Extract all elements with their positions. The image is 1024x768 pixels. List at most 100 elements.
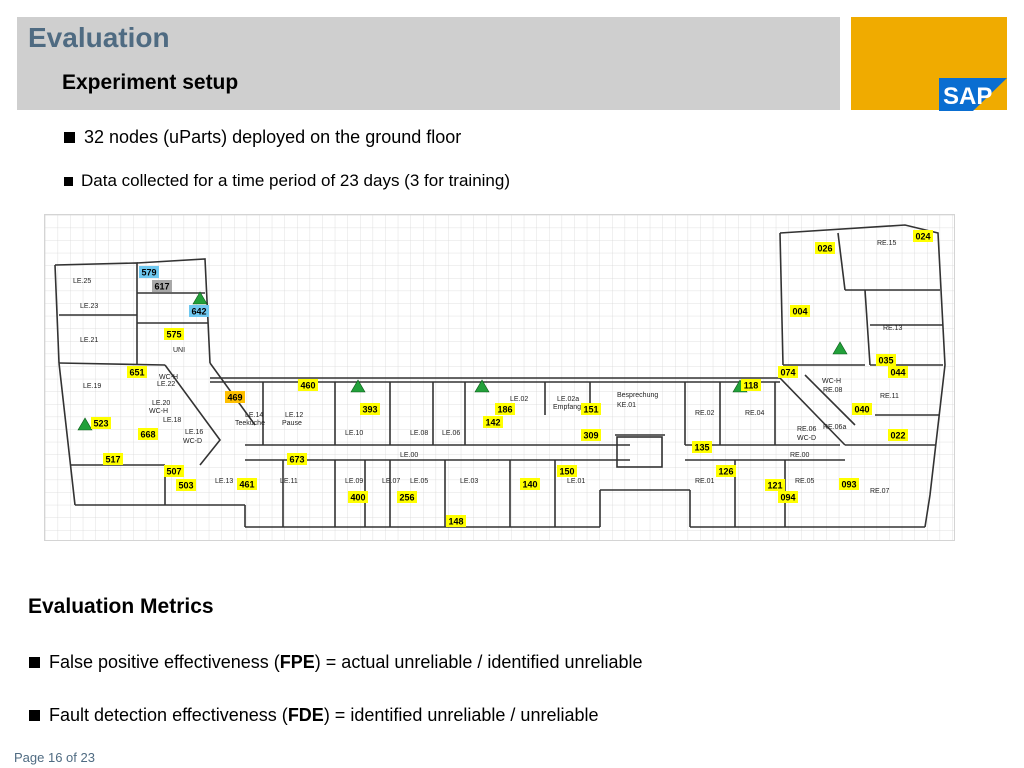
sensor-node-box [520,478,540,490]
room-label-wcd1: WC-D [183,438,202,445]
room-label-le05: LE.05 [410,478,428,485]
room-label-re05: RE.05 [795,478,815,485]
room-label-re11: RE.11 [880,393,899,400]
sensor-node-box [888,366,908,378]
sensor-node-label: 040 [854,405,869,415]
sensor-node-026: 026 [815,242,835,254]
sensor-node-box [237,478,257,490]
sensor-node-040: 040 [852,403,872,415]
sensor-node-box [446,515,466,527]
metric-fpe-abbr: FPE [279,652,315,672]
sensor-node-label: 044 [890,368,905,378]
bullet-square-icon [29,710,40,721]
sensor-node-668: 668 [138,428,158,440]
sensor-node-label: 461 [239,480,254,490]
room-label-le10: LE.10 [345,430,363,437]
metrics-heading: Evaluation Metrics [28,595,214,618]
room-label-pause: Pause [282,420,302,427]
sensor-node-label: 142 [485,418,500,428]
sensor-node-box [765,479,785,491]
room-label-le08: LE.08 [410,430,428,437]
sensor-node-094: 094 [778,491,798,503]
sensor-node-118: 118 [741,379,761,391]
sensor-node-label: 579 [141,268,156,278]
room-label-le20: LE.20 [152,400,170,407]
room-label-re04: RE.04 [745,410,765,417]
sensor-node-box [741,379,761,391]
sensor-node-box [852,403,872,415]
sensor-node-box [103,453,123,465]
sensor-node-label: 094 [780,493,795,503]
sensor-node-label: 074 [780,368,795,378]
bullet-data-text: Data collected for a time period of 23 d… [81,171,510,190]
sensor-node-label: 517 [105,455,120,465]
sensor-node-651: 651 [127,366,147,378]
room-label-re13: RE.13 [883,325,903,332]
sensor-node-box [152,280,172,292]
sensor-node-box [716,465,736,477]
sensor-node-box [790,305,810,317]
page-number: Page 16 of 23 [14,750,95,765]
bullet-square-icon [29,657,40,668]
sensor-node-label: 575 [166,330,181,340]
sensor-node-142: 142 [483,416,503,428]
slide-title: Evaluation [28,22,170,53]
room-label-le18: LE.18 [163,417,181,424]
sensor-node-box [127,366,147,378]
sensor-node-label: 024 [915,232,930,242]
sensor-node-151: 151 [581,403,601,415]
sensor-node-393: 393 [360,403,380,415]
sensor-node-140: 140 [520,478,540,490]
sensor-node-box [397,491,417,503]
sensor-node-box [581,403,601,415]
metric-fde: Fault detection effectiveness (FDE) = id… [29,705,599,726]
sensor-node-label: 150 [559,467,574,477]
sensor-node-503: 503 [176,479,196,491]
sensor-node-box [557,465,577,477]
sensor-node-box [176,479,196,491]
sensor-node-label: 469 [227,393,242,403]
bullet-square-icon [64,176,73,186]
room-label-teekueche: Teeküche [235,420,265,427]
sensor-node-517: 517 [103,453,123,465]
sensor-node-135: 135 [692,441,712,453]
sensor-node-093: 093 [839,478,859,490]
sensor-node-617: 617 [152,280,172,292]
room-label-le12: LE.12 [285,412,303,419]
sensor-node-469: 469 [225,391,245,403]
sensor-node-004: 004 [790,305,810,317]
sensor-node-label: 309 [583,431,598,441]
room-label-le02: LE.02 [510,396,528,403]
sensor-node-673: 673 [287,453,307,465]
room-label-wch1: WC-H [159,374,178,381]
sensor-node-label: 400 [350,493,365,503]
sensor-node-575: 575 [164,328,184,340]
room-label-le09: LE.09 [345,478,363,485]
sensor-node-035: 035 [876,354,896,366]
gateway-triangle-icon [77,417,93,431]
sensor-node-label: 673 [289,455,304,465]
header-bar [17,17,840,110]
metric-fpe-text: False positive effectiveness (FPE) = act… [49,652,643,673]
sensor-node-box [298,379,318,391]
sensor-node-label: 118 [744,381,759,391]
sensor-node-box [164,328,184,340]
sensor-node-box [913,230,933,242]
sensor-node-box [495,403,515,415]
room-label-le21: LE.21 [80,337,98,344]
sensor-node-box [888,429,908,441]
sensor-node-label: 256 [399,493,414,503]
room-label-re06a: RE.06a [823,424,846,431]
sensor-node-label: 135 [694,443,709,453]
sensor-node-150: 150 [557,465,577,477]
sensor-node-642: 642 [189,305,209,317]
sensor-node-label: 126 [718,467,733,477]
sensor-node-box [692,441,712,453]
gateway-triangle-icon [350,379,366,393]
room-label-le16: LE.16 [185,429,203,436]
gateway-triangle-icon [832,341,848,355]
sensor-node-400: 400 [348,491,368,503]
sensor-node-label: 507 [166,467,181,477]
sap-logo-text: SAP [943,83,992,110]
